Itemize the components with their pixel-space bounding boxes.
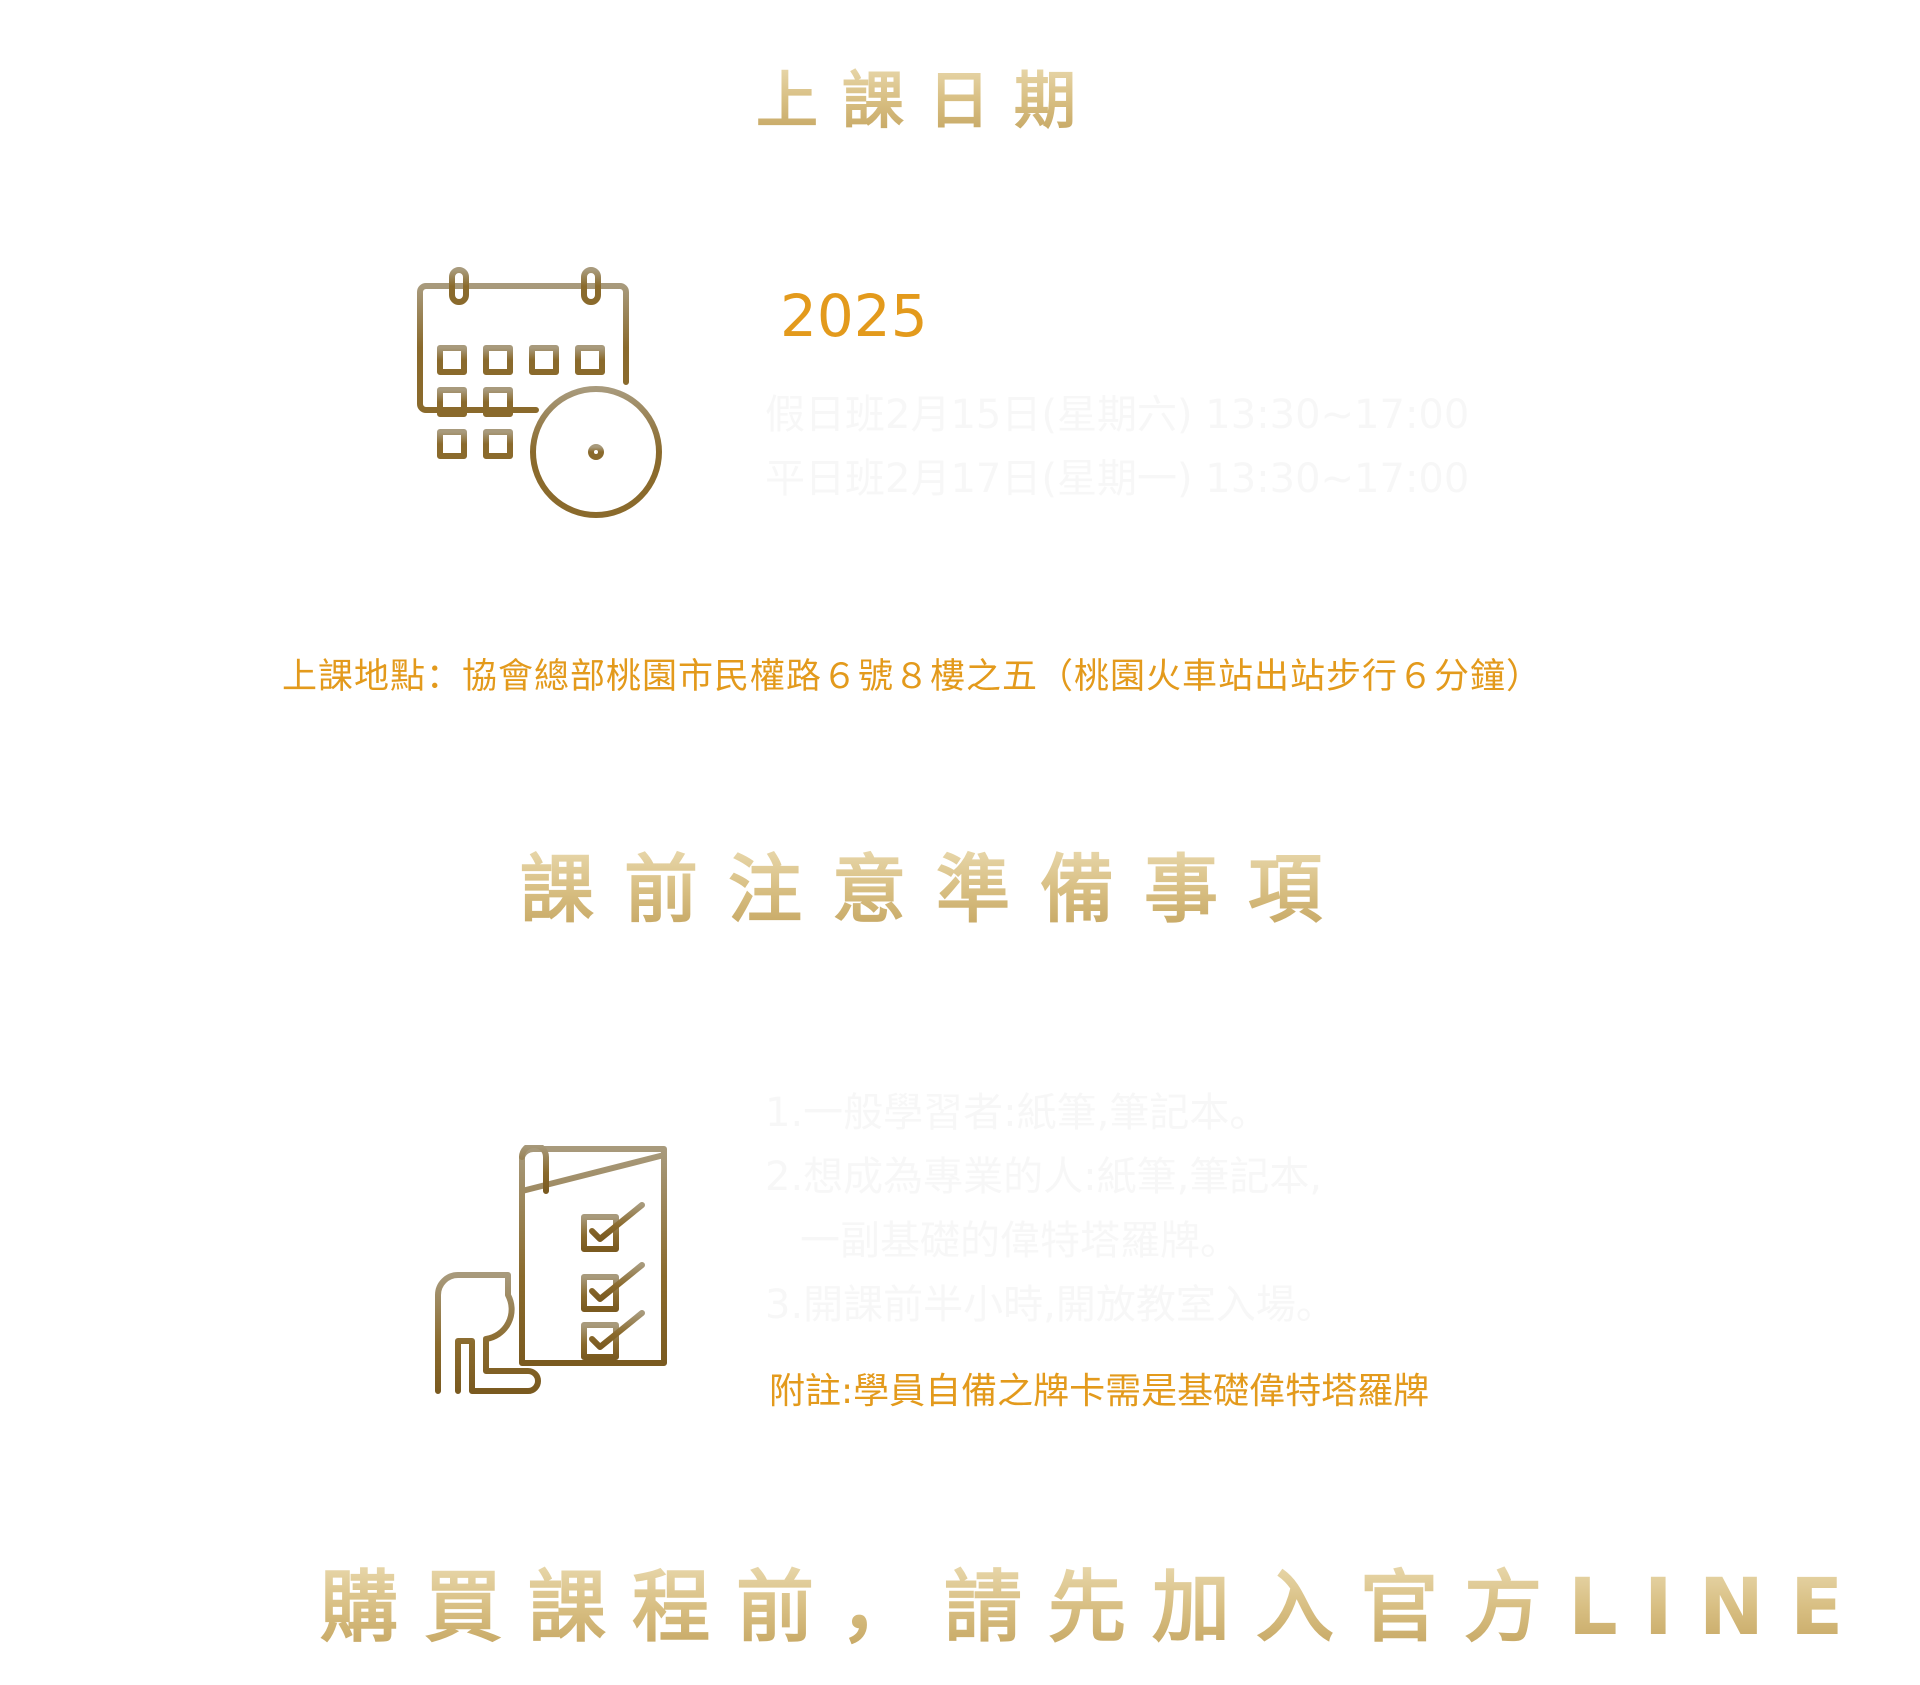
calendar-clock-icon	[417, 267, 662, 518]
prep-item-2-cont: 一副基礎的偉特塔羅牌。	[800, 1218, 1240, 1264]
prep-note: 附註:學員自備之牌卡需是基礎偉特塔羅牌	[769, 1371, 1430, 1412]
session-weekday: 平日班2月17日(星期一) 13:30~17:00	[765, 456, 1470, 502]
checklist-person-icon	[435, 1145, 667, 1394]
line-cta-title: 購買課程前，請先加入官方LINE	[320, 1545, 1869, 1657]
session-weekend: 假日班2月15日(星期六) 13:30~17:00	[765, 392, 1470, 438]
year-label: 2025	[780, 282, 928, 350]
schedule-title: 上課日期	[0, 50, 1856, 140]
prep-item-3: 3.開課前半小時,開放教室入場。	[765, 1282, 1336, 1328]
location-text: 上課地點：協會總部桃園市民權路６號８樓之五（桃園火車站出站步行６分鐘）	[282, 657, 1543, 697]
prep-item-2: 2.想成為專業的人:紙筆,筆記本,	[765, 1154, 1323, 1200]
preparation-title: 課前注意準備事項	[0, 830, 1872, 937]
prep-item-1: 1.一般學習者:紙筆,筆記本。	[765, 1090, 1270, 1136]
